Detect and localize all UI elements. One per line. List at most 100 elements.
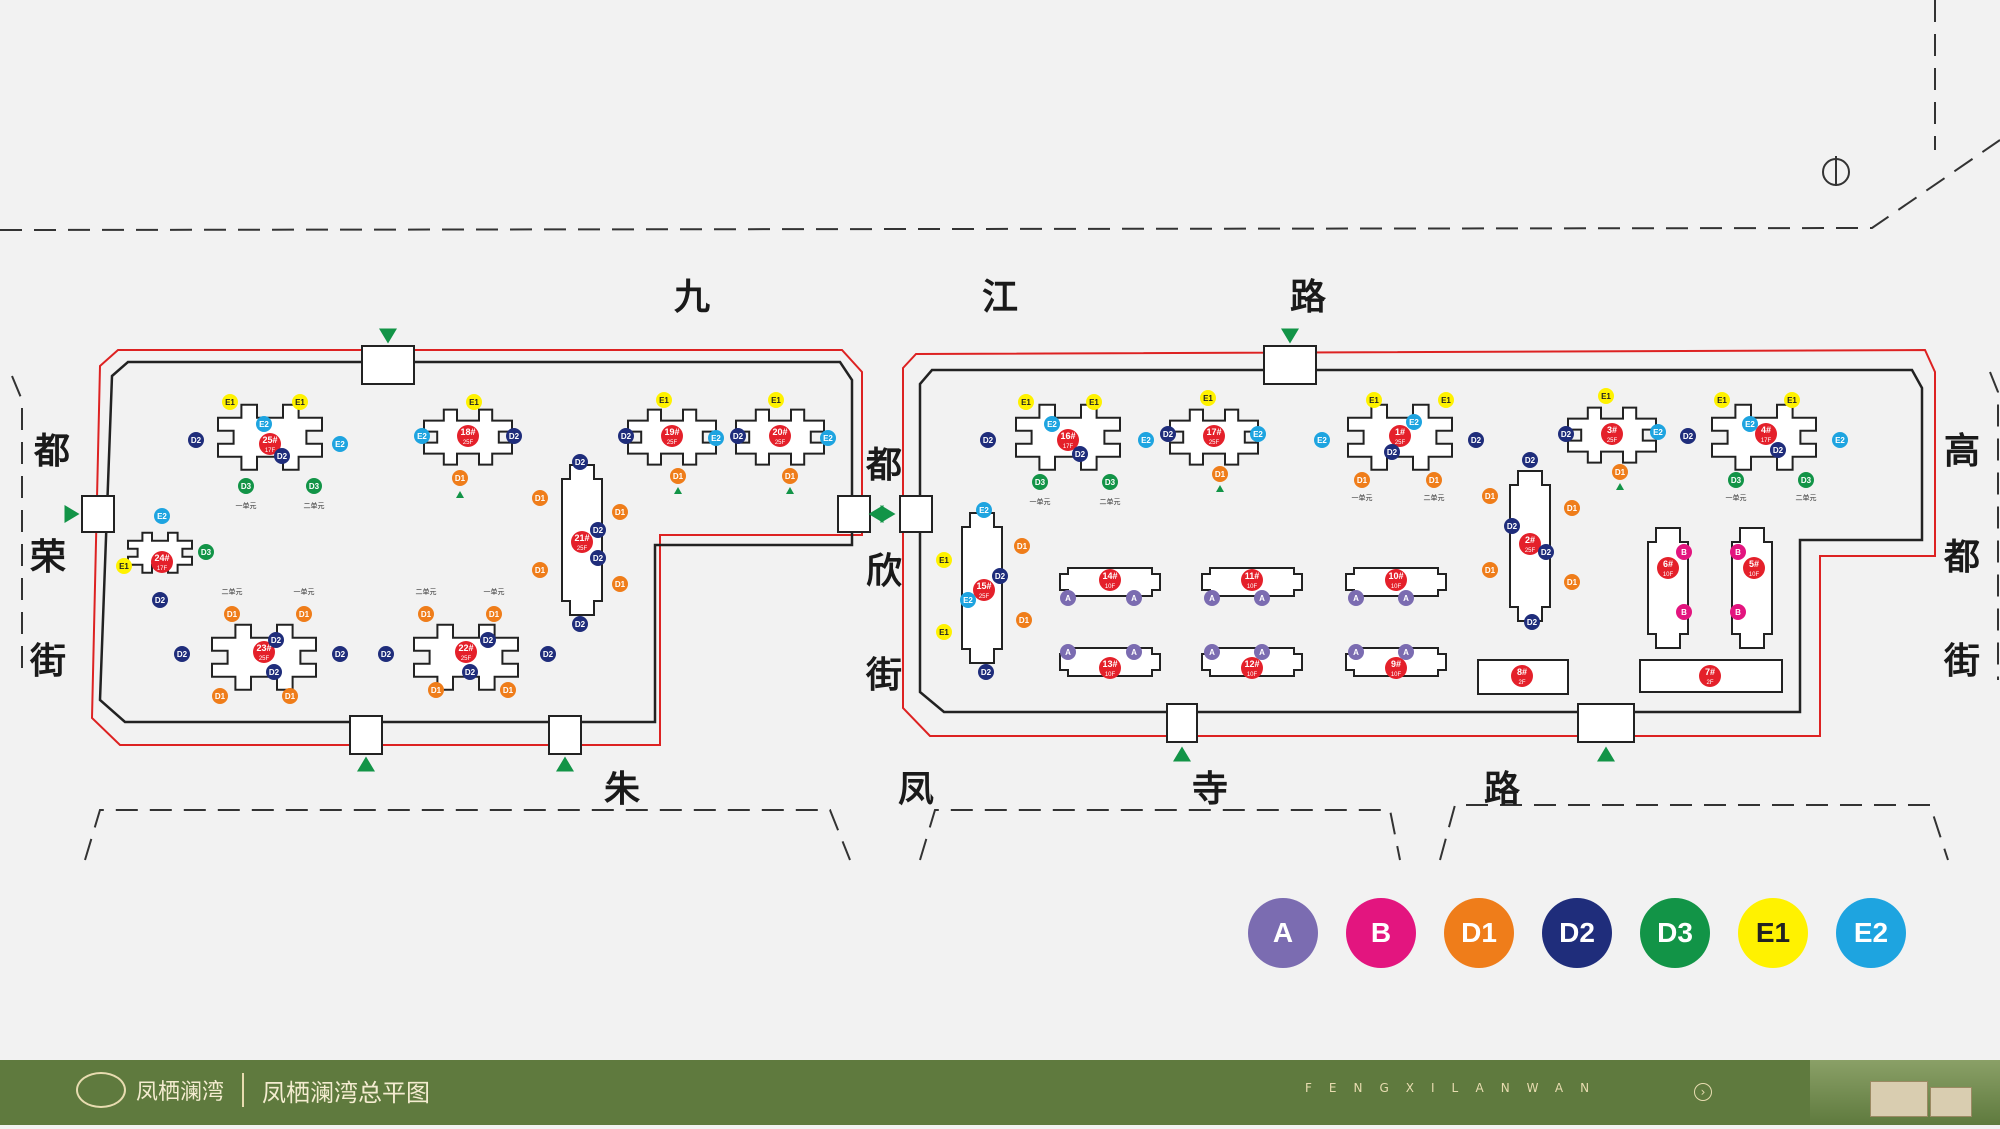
- unit-type-marker-d2: [266, 664, 282, 680]
- unit-type-label: D1: [431, 686, 442, 695]
- building-marker-dot: [1657, 557, 1679, 579]
- building-marker-dot: [973, 579, 995, 601]
- building-floors: 25F: [259, 656, 270, 662]
- building-marker-dot: [1203, 425, 1225, 447]
- unit-type-label: D1: [489, 610, 500, 619]
- unit-type-marker-d2: [1072, 446, 1088, 462]
- gate-8: [1166, 703, 1198, 743]
- unit-type-marker-e2: [1650, 424, 1666, 440]
- unit-type-marker-e1: [1018, 394, 1034, 410]
- building-marker-15: 15#25F: [973, 579, 995, 601]
- unit-type-marker-d2: [1680, 428, 1696, 444]
- building-marker-dot: [1099, 657, 1121, 679]
- unit-type-marker-e2: [414, 428, 430, 444]
- road-edge-west: [11, 375, 23, 680]
- unit-type-marker-a: [1398, 644, 1414, 660]
- unit-type-marker-d1: [1354, 472, 1370, 488]
- unit-type-marker-d1: [282, 688, 298, 704]
- building-floors: 10F: [1391, 672, 1402, 678]
- building-marker-6: 6# 10F: [1657, 557, 1679, 579]
- unit-type-label: D1: [535, 494, 546, 503]
- unit-type-label: B: [1681, 548, 1687, 557]
- unit-type-marker-d2: [572, 616, 588, 632]
- road-label-west-3: 街: [30, 640, 67, 682]
- unit-type-label: D1: [1485, 492, 1496, 501]
- unit-type-label: E1: [1787, 396, 1797, 405]
- building-marker-10: 10#10F: [1385, 569, 1407, 591]
- unit-type-marker-d3: [1102, 474, 1118, 490]
- building-number: 3#: [1607, 425, 1617, 435]
- unit-type-label: A: [1259, 594, 1265, 603]
- unit-type-label: D3: [201, 548, 212, 557]
- footer-brand: 凤栖澜湾 凤栖澜湾总平图: [76, 1072, 430, 1108]
- entrance-arrow-icon: [1173, 746, 1191, 762]
- building-number: 11#: [1245, 571, 1260, 581]
- unit-type-label: D2: [1527, 618, 1538, 627]
- building-marker-dot: [1057, 429, 1079, 451]
- next-arrow-icon[interactable]: ›: [1694, 1083, 1712, 1101]
- unit-type-marker-d2: [618, 428, 634, 444]
- entrance-arrow-icon: [786, 487, 794, 494]
- unit-type-marker-d1: [500, 682, 516, 698]
- building-marker-dot: [1099, 569, 1121, 591]
- unit-type-label: D1: [1567, 578, 1578, 587]
- entrance-arrow-icon: [456, 491, 464, 498]
- building-number: 20#: [772, 427, 787, 437]
- building-floors: 25F: [463, 440, 474, 446]
- building-floors: 10F: [1663, 572, 1674, 578]
- building-number: 2#: [1525, 535, 1535, 545]
- legend-item-d2: D2: [1542, 898, 1612, 968]
- legend-item-b: B: [1346, 898, 1416, 968]
- building-marker-20: 20#25F: [769, 425, 791, 447]
- road-label-north-3: 路: [1290, 276, 1327, 318]
- unit-type-marker-a: [1204, 644, 1220, 660]
- unit-type-marker-d1: [532, 562, 548, 578]
- unit-type-marker-e1: [1438, 392, 1454, 408]
- unit-type-legend: A B D1 D2 D3 E1 E2: [1248, 898, 1906, 968]
- unit-type-label: E1: [119, 562, 129, 571]
- unit-type-marker-e2: [1044, 416, 1060, 432]
- unit-type-label: D2: [575, 620, 586, 629]
- unit-type-marker-d1: [418, 606, 434, 622]
- site-boundary-east: [902, 348, 1936, 737]
- building-number: 6#: [1663, 559, 1673, 569]
- unit-type-label: E1: [1203, 394, 1213, 403]
- building-marker-dot: [1241, 569, 1263, 591]
- unit-type-label: D2: [1541, 548, 1552, 557]
- unit-type-marker-d1: [212, 688, 228, 704]
- footer-bar: [0, 1060, 2000, 1125]
- unit-type-label: A: [1131, 648, 1137, 657]
- building-marker-dot: [1511, 665, 1533, 687]
- unit-type-label: D2: [335, 650, 346, 659]
- unit-type-marker-d2: [1538, 544, 1554, 560]
- entrance-arrow-icon: [379, 328, 397, 344]
- road-label-south-1: 朱: [604, 768, 641, 810]
- unit-type-label: E2: [823, 434, 833, 443]
- unit-type-label: D2: [1075, 450, 1086, 459]
- site-boundary-west: [90, 349, 863, 746]
- road-edge-east: [1989, 371, 1999, 680]
- gate-9: [1577, 703, 1635, 743]
- unit-type-marker-d1: [1564, 574, 1580, 590]
- unit-type-label: E1: [1601, 392, 1611, 401]
- entrance-arrow-icon: [556, 756, 574, 772]
- unit-type-label: D1: [227, 610, 238, 619]
- building-number: 19#: [664, 427, 679, 437]
- unit-type-marker-d2: [980, 432, 996, 448]
- unit-type-marker-e1: [1714, 392, 1730, 408]
- unit-type-marker-e2: [1314, 432, 1330, 448]
- gate-5: [837, 495, 871, 533]
- unit-type-label: E1: [1717, 396, 1727, 405]
- unit-type-label: B: [1681, 608, 1687, 617]
- unit-type-marker-d2: [1558, 426, 1574, 442]
- gate-3: [349, 715, 383, 755]
- gate-4: [548, 715, 582, 755]
- unit-type-marker-e2: [332, 436, 348, 452]
- unit-type-marker-d2: [1524, 614, 1540, 630]
- unit-type-label: A: [1065, 648, 1071, 657]
- unit-type-marker-d2: [188, 432, 204, 448]
- unit-type-label: D2: [621, 432, 632, 441]
- unit-type-marker-d1: [1482, 488, 1498, 504]
- building-marker-25: 25#17F: [259, 433, 281, 455]
- building-number: 14#: [1102, 571, 1117, 581]
